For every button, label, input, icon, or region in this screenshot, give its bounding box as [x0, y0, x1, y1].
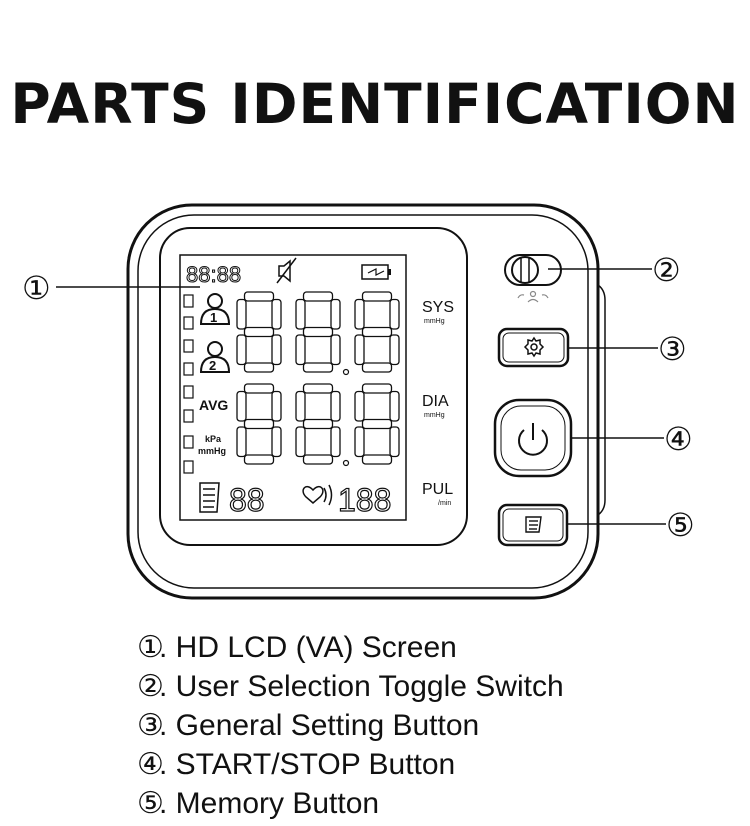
power-icon: [518, 423, 548, 456]
legend-text: . General Setting Button: [159, 709, 480, 742]
sys-unit: mmHg: [424, 318, 445, 325]
mute-icon: [276, 257, 297, 284]
legend-item-2: ②. User Selection Toggle Switch: [137, 667, 564, 706]
callout-3: ③: [658, 331, 687, 367]
decimal-point-upper: [342, 368, 350, 376]
svg-text:2: 2: [209, 358, 216, 373]
setting-button[interactable]: [497, 327, 570, 368]
leader-lines: [56, 268, 666, 525]
lcd-unit-mmhg: mmHg: [198, 446, 226, 456]
legend-text: . HD LCD (VA) Screen: [159, 631, 457, 664]
lcd-screen: [179, 254, 407, 521]
heart-icon: [302, 484, 333, 506]
dia-unit: mmHg: [424, 412, 445, 419]
seven-segment-digit: [295, 291, 341, 373]
battery-icon: [361, 264, 391, 280]
user-toggle-switch[interactable]: [504, 254, 562, 286]
callout-5: ⑤: [666, 507, 695, 543]
callout-4: ④: [664, 421, 693, 457]
legend-number: ②: [137, 670, 164, 703]
legend-number: ④: [137, 748, 164, 781]
pul-label: PUL: [422, 481, 453, 498]
parts-legend: ①. HD LCD (VA) Screen ②. User Selection …: [137, 628, 564, 823]
memory-list-icon: [199, 482, 220, 513]
callout-2: ②: [652, 252, 681, 288]
seven-segment-digit: [236, 291, 282, 373]
device-outer-outline: [126, 203, 600, 600]
legend-item-1: ①. HD LCD (VA) Screen: [137, 628, 564, 667]
lcd-big-digits: [236, 291, 400, 465]
user-1-icon: 1: [199, 293, 231, 325]
seven-segment-digit: [354, 383, 400, 465]
screen-panel: [159, 227, 468, 546]
memory-icon: [525, 516, 542, 533]
sys-label: SYS: [422, 299, 454, 316]
user-switch-icon: [517, 290, 549, 303]
legend-item-3: ③. General Setting Button: [137, 706, 564, 745]
page-title: PARTS IDENTIFICATION: [10, 72, 740, 136]
lcd-avg-label: AVG: [199, 397, 228, 413]
legend-number: ③: [137, 709, 164, 742]
callout-1: ①: [22, 270, 51, 306]
legend-text: . START/STOP Button: [159, 748, 456, 781]
gear-icon: [523, 336, 545, 358]
seven-segment-digit: [236, 383, 282, 465]
svg-text:1: 1: [210, 310, 217, 325]
legend-item-4: ④. START/STOP Button: [137, 745, 564, 784]
legend-number: ①: [137, 631, 164, 664]
lcd-pulse-digits: 188: [338, 482, 391, 518]
decimal-point-lower: [342, 459, 350, 467]
legend-text: . User Selection Toggle Switch: [159, 670, 564, 703]
lcd-time: 88:88: [186, 262, 241, 287]
user-2-icon: 2: [199, 341, 231, 373]
seven-segment-digit: [295, 383, 341, 465]
device-side-bump: [597, 284, 606, 516]
legend-text: . Memory Button: [159, 787, 380, 820]
lcd-memory-digits: 88: [229, 482, 265, 518]
legend-number: ⑤: [137, 787, 164, 820]
legend-item-5: ⑤. Memory Button: [137, 784, 564, 823]
lcd-unit-kpa: kPa: [205, 434, 222, 444]
device-inner-outline: [137, 214, 589, 589]
dia-label: DIA: [422, 393, 449, 410]
seven-segment-digit: [354, 291, 400, 373]
device-diagram: 88:88 1 2 AVG kPa mmHg: [22, 203, 695, 600]
pul-unit: /min: [438, 500, 451, 507]
memory-slot-indicators: [183, 294, 194, 474]
